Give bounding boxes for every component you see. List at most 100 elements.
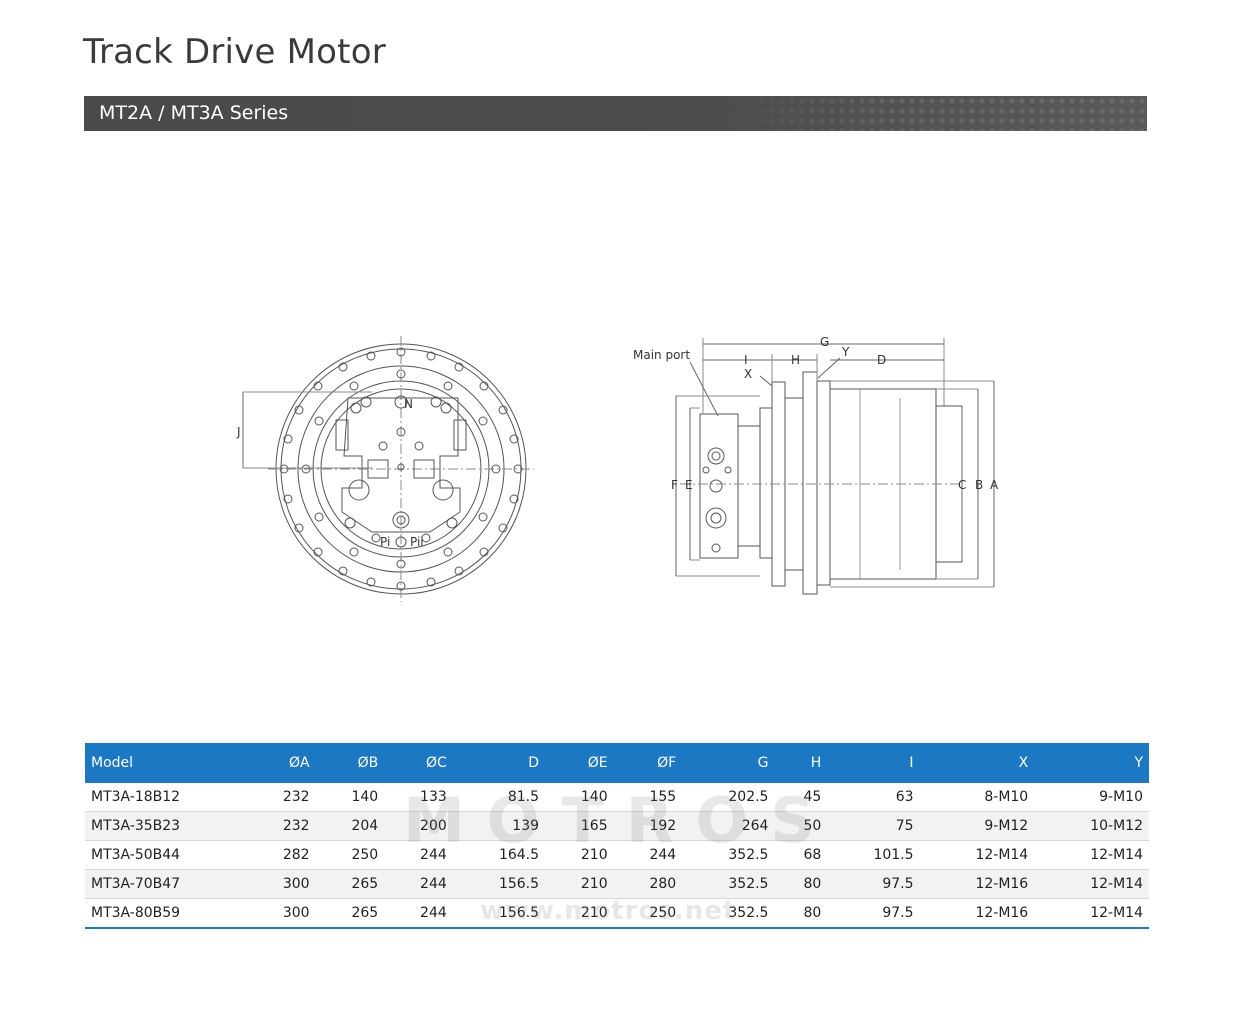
cell: 133: [384, 783, 453, 812]
cell: 280: [613, 869, 683, 899]
cell: 140: [545, 783, 614, 812]
cell: 352.5: [682, 898, 775, 929]
side-view: [675, 338, 995, 595]
table-row: MT3A-18B12 232 140 133 81.5 140 155 202.…: [85, 783, 1149, 812]
cell: 232: [247, 811, 316, 841]
cell: 12-M14: [1034, 840, 1149, 870]
cell: 80: [774, 898, 828, 929]
cell: 300: [247, 898, 316, 929]
label-j: J: [236, 425, 241, 439]
cell: 68: [774, 840, 828, 870]
cell: 156.5: [452, 869, 546, 899]
header-g: G: [757, 755, 769, 771]
cell: 139: [452, 811, 546, 841]
cell: 250: [315, 840, 385, 870]
label-e: E: [685, 478, 693, 492]
cell: 12-M16: [919, 898, 1035, 929]
cell: 165: [545, 811, 614, 841]
cell: 244: [384, 898, 453, 929]
cell-model: MT3A-35B23: [85, 811, 247, 841]
cell: 9-M12: [919, 811, 1035, 841]
cell: 12-M16: [919, 869, 1035, 899]
cell: 202.5: [682, 783, 775, 812]
front-view: [242, 336, 534, 602]
cell: 210: [545, 898, 614, 929]
cell: 75: [827, 811, 920, 841]
cell: 10-M12: [1034, 811, 1149, 841]
cell-model: MT3A-70B47: [85, 869, 247, 899]
table-row: MT3A-70B47 300 265 244 156.5 210 280 352…: [85, 869, 1149, 899]
series-banner: MT2A / MT3A Series: [84, 96, 1147, 131]
cell: 101.5: [827, 840, 920, 870]
label-h: H: [791, 353, 800, 367]
cell: 156.5: [452, 898, 546, 929]
label-d: D: [877, 353, 886, 367]
cell: 9-M10: [1034, 783, 1149, 812]
cell: 244: [384, 869, 453, 899]
cell: 204: [315, 811, 385, 841]
header-x: X: [1018, 755, 1029, 771]
label-main-port: Main port: [633, 348, 690, 362]
cell: 50: [774, 811, 828, 841]
cell: 232: [247, 783, 316, 812]
cell: 300: [247, 869, 316, 899]
cell: 97.5: [827, 869, 920, 899]
header-i: I: [909, 755, 914, 771]
header-a: ØA: [288, 755, 310, 771]
table-row: MT3A-50B44 282 250 244 164.5 210 244 352…: [85, 840, 1149, 870]
header-y: Y: [1134, 755, 1143, 771]
cell-model: MT3A-18B12: [85, 783, 247, 812]
cell: 12-M14: [1034, 869, 1149, 899]
label-y: Y: [841, 345, 850, 359]
cell: 210: [545, 840, 614, 870]
label-i: I: [744, 353, 748, 367]
cell: 244: [384, 840, 453, 870]
cell: 264: [682, 811, 775, 841]
header-e: ØE: [587, 755, 608, 771]
series-title: MT2A / MT3A Series: [99, 102, 289, 124]
header-f: ØF: [657, 755, 677, 771]
label-c: C: [958, 478, 966, 492]
cell: 265: [315, 898, 385, 929]
label-f: F: [671, 478, 678, 492]
label-n: N: [404, 397, 413, 411]
cell: 265: [315, 869, 385, 899]
cell: 63: [827, 783, 920, 812]
header-model: Model: [91, 755, 134, 771]
header-b: ØB: [357, 755, 379, 771]
cell: 210: [545, 869, 614, 899]
label-a: A: [990, 478, 999, 492]
cell: 155: [613, 783, 683, 812]
spec-table: Model ØA ØB ØC D ØE ØF G H I X Y MT3A-18…: [85, 743, 1149, 929]
banner-pattern: [707, 96, 1147, 131]
cell: 45: [774, 783, 828, 812]
cell: 352.5: [682, 840, 775, 870]
cell: 282: [247, 840, 316, 870]
label-pii: Pii: [410, 535, 424, 549]
drawing-svg: N Pi Pii J Main port G I H Y D X F E C B…: [236, 335, 999, 602]
cell: 12-M14: [919, 840, 1035, 870]
technical-drawing: N Pi Pii J Main port G I H Y D X F E C B…: [0, 140, 1237, 740]
header-d: D: [528, 755, 540, 771]
cell: 244: [613, 840, 683, 870]
cell: 164.5: [452, 840, 546, 870]
cell: 250: [613, 898, 683, 929]
cell: 81.5: [452, 783, 546, 812]
cell: 12-M14: [1034, 898, 1149, 929]
cell: 97.5: [827, 898, 920, 929]
table-row: MT3A-80B59 300 265 244 156.5 210 250 352…: [85, 898, 1149, 929]
cell: 140: [315, 783, 385, 812]
cell-model: MT3A-50B44: [85, 840, 247, 870]
header-h: H: [810, 755, 822, 771]
cell: 200: [384, 811, 453, 841]
cell-model: MT3A-80B59: [85, 898, 247, 929]
cell: 352.5: [682, 869, 775, 899]
label-x: X: [744, 367, 752, 381]
cell: 192: [613, 811, 683, 841]
label-b: B: [975, 478, 983, 492]
page-title: Track Drive Motor: [83, 32, 386, 72]
label-pi: Pi: [380, 535, 390, 549]
header-c: ØC: [425, 755, 447, 771]
cell: 80: [774, 869, 828, 899]
cell: 8-M10: [919, 783, 1035, 812]
